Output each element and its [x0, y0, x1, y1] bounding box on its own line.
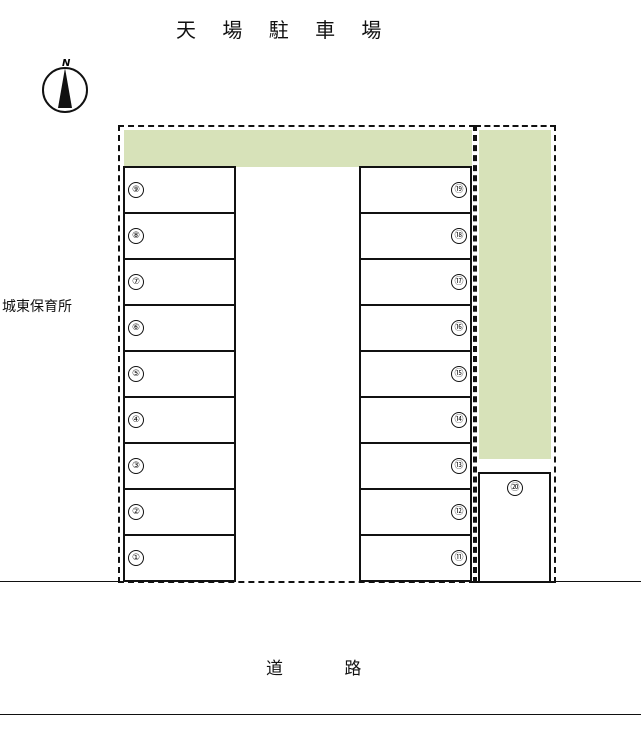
- stall-number: ⑰: [451, 274, 467, 290]
- parking-stall[interactable]: ⑭: [359, 396, 472, 444]
- road-label: 道 路: [266, 659, 390, 679]
- compass-label: N: [62, 58, 71, 69]
- parking-stall[interactable]: ⑬: [359, 442, 472, 490]
- parking-stall[interactable]: ⑪: [359, 534, 472, 582]
- parking-stall[interactable]: ②: [123, 488, 236, 536]
- stall-number: ⑬: [451, 458, 467, 474]
- parking-stall[interactable]: ⑥: [123, 304, 236, 352]
- stall-number: ⑭: [451, 412, 467, 428]
- stall-number: ⑱: [451, 228, 467, 244]
- stall-number: ⑥: [128, 320, 144, 336]
- parking-stall[interactable]: ③: [123, 442, 236, 490]
- parking-stall[interactable]: ⑮: [359, 350, 472, 398]
- parking-lot-boundary: [118, 125, 475, 583]
- parking-stall[interactable]: ④: [123, 396, 236, 444]
- parking-stall[interactable]: ⑧: [123, 212, 236, 260]
- parking-stall[interactable]: ①: [123, 534, 236, 582]
- stall-number: ①: [128, 550, 144, 566]
- stall-number: ⑳: [507, 480, 523, 496]
- stall-number: ②: [128, 504, 144, 520]
- parking-stall-20[interactable]: ⑳: [478, 472, 551, 583]
- parking-stall[interactable]: ⑤: [123, 350, 236, 398]
- parking-stall[interactable]: ⑫: [359, 488, 472, 536]
- green-area-east: [479, 130, 551, 459]
- stall-number: ⑤: [128, 366, 144, 382]
- parking-stall[interactable]: ⑦: [123, 258, 236, 306]
- green-area-north: [124, 130, 472, 167]
- stall-number: ⑫: [451, 504, 467, 520]
- stall-number: ④: [128, 412, 144, 428]
- stall-number: ⑯: [451, 320, 467, 336]
- road-edge-line: [0, 581, 119, 582]
- neighbor-label: 城東保育所: [2, 299, 72, 315]
- parking-stall[interactable]: ⑨: [123, 166, 236, 214]
- stall-number: ③: [128, 458, 144, 474]
- map-title: 天 場 駐 車 場: [176, 18, 392, 42]
- road-edge-line-far: [0, 714, 641, 715]
- road-edge-line: [555, 581, 641, 582]
- stall-number: ⑪: [451, 550, 467, 566]
- parking-stall[interactable]: ⑲: [359, 166, 472, 214]
- stall-number: ⑨: [128, 182, 144, 198]
- parking-stall[interactable]: ⑱: [359, 212, 472, 260]
- stall-number: ⑦: [128, 274, 144, 290]
- stall-number: ⑮: [451, 366, 467, 382]
- parking-stall[interactable]: ⑰: [359, 258, 472, 306]
- north-arrow-icon: N: [41, 56, 89, 114]
- stall-number: ⑧: [128, 228, 144, 244]
- parking-stall[interactable]: ⑯: [359, 304, 472, 352]
- stall-number: ⑲: [451, 182, 467, 198]
